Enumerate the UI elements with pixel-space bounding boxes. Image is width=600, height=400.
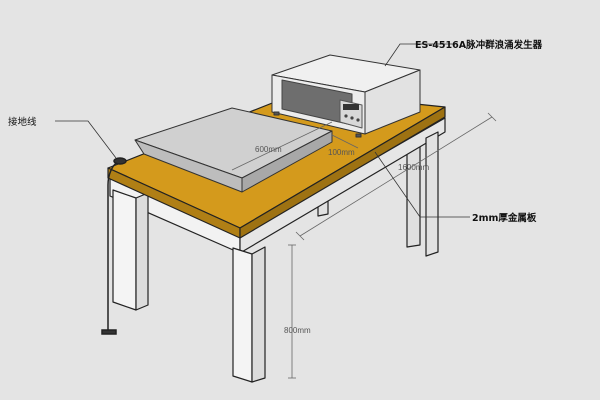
ground-stake — [101, 329, 117, 335]
metal-plate-label: 2mm厚金属板 — [472, 212, 537, 224]
ground-wire-label: 接地线 — [8, 116, 37, 128]
table-leg-front-right — [425, 131, 439, 257]
dim-tick — [487, 112, 497, 122]
generator-display — [343, 104, 359, 110]
leader-plate — [374, 151, 470, 218]
table-frame — [109, 117, 446, 383]
dim-line-plate — [231, 121, 333, 171]
table-leg-front-center — [232, 247, 253, 383]
generator-knob-3 — [356, 118, 360, 122]
generator-foot — [273, 111, 280, 116]
ground-wire — [101, 157, 127, 335]
leader-ground — [55, 120, 117, 159]
dim-label-table-height: 800mm — [284, 326, 311, 335]
generator-unit — [271, 54, 421, 138]
ground-clip — [113, 157, 127, 165]
dim-label-table-length: 1600mm — [398, 163, 429, 172]
leader-lines — [55, 43, 470, 218]
table-leg-front-left-side — [135, 192, 149, 311]
dim-label-gap: 100mm — [328, 148, 355, 157]
generator-knob-2 — [350, 116, 354, 120]
table-leg-front-center-side — [251, 246, 266, 383]
leader-generator — [384, 43, 455, 67]
dim-tick — [295, 231, 305, 241]
generator-foot — [355, 133, 362, 138]
tabletop-edge-front — [239, 106, 446, 239]
dim-label-plate-width: 600mm — [255, 145, 282, 154]
generator-label: ES-4516A脉冲群浪涌发生器 — [415, 39, 543, 51]
metal-plate — [134, 107, 333, 193]
generator-knob-1 — [344, 114, 348, 118]
table-leg-front-left — [112, 189, 137, 311]
dim-line-length — [299, 116, 493, 237]
dim-line-gap — [331, 134, 359, 149]
plate-side-front — [241, 130, 333, 193]
dimension-lines — [231, 112, 497, 379]
